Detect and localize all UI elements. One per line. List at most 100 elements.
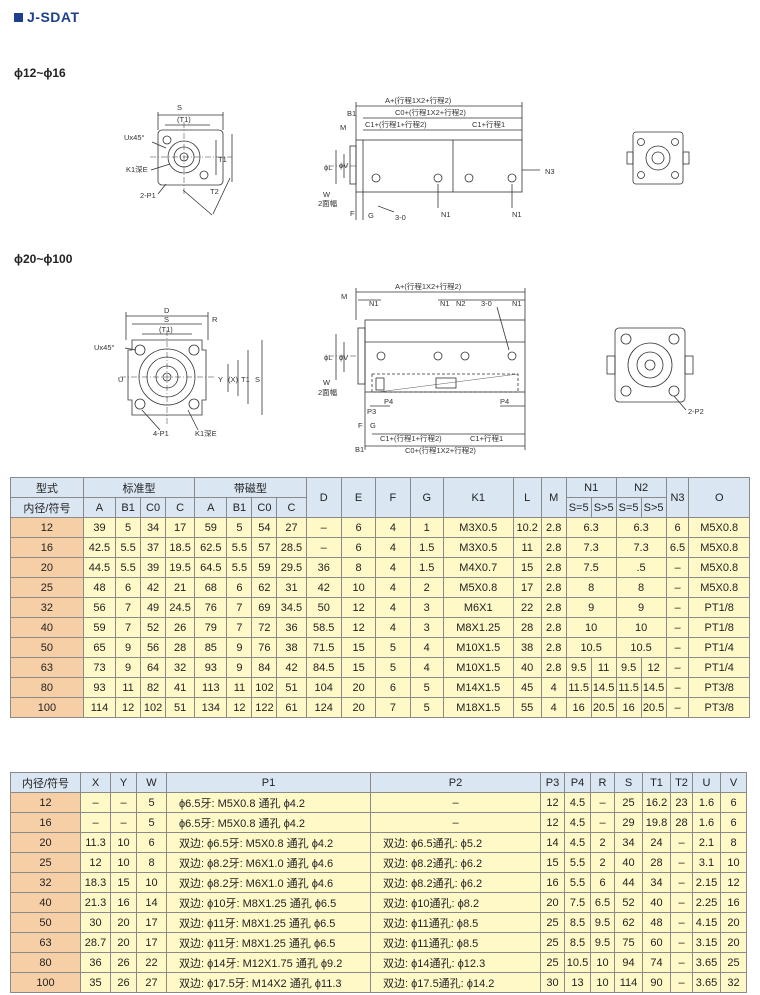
t1-h-mc0: C0 xyxy=(251,497,278,518)
t1-h-mc: C xyxy=(276,497,307,518)
t1-cell-c0: 82 xyxy=(140,677,167,698)
t1-cell-mc: 31 xyxy=(276,577,307,598)
t1-cell-n1: 8 xyxy=(565,577,617,598)
t2-cell: 21.3 xyxy=(80,892,111,913)
t2-cell: 双边: ϕ11通孔: ϕ8.5 xyxy=(370,932,541,953)
t2-cell: – xyxy=(80,812,111,833)
t2-cell: – xyxy=(670,832,693,853)
t2-cell: – xyxy=(590,812,615,833)
t2-cell: 20 xyxy=(110,912,137,933)
lbl-ux-large: Ux45° xyxy=(94,343,115,352)
t1-cell-mc0: 102 xyxy=(251,677,278,698)
lbl-n1b-small: N1 xyxy=(512,210,522,219)
t1-cell-a: 114 xyxy=(82,697,117,718)
t2-cell: 20 xyxy=(720,912,747,933)
t1-cell-mc0: 62 xyxy=(251,577,278,598)
t2-cell: 94 xyxy=(614,952,643,973)
t2-header-cell: R xyxy=(590,772,615,793)
t2-cell: 27 xyxy=(136,972,167,993)
t1-cell-ma: 93 xyxy=(194,657,228,678)
t1-cell-g: 3 xyxy=(409,597,444,618)
lbl-p1-large: 4-P1 xyxy=(153,429,169,438)
lbl-p4b-large: P4 xyxy=(500,397,509,406)
t1-cell-d: 58.5 xyxy=(305,617,342,638)
lbl-l-large: ϕL xyxy=(324,353,332,362)
t2-cell: 24 xyxy=(642,832,671,853)
t1-cell-mb1: 7 xyxy=(226,617,253,638)
t1-cell-l: 22 xyxy=(512,597,542,618)
t1-cell-e: 15 xyxy=(340,637,377,658)
t2-cell: 14 xyxy=(136,892,167,913)
t2-cell: 26 xyxy=(110,972,137,993)
t2-cell: 19.8 xyxy=(642,812,671,833)
dimension-table-1: 型式 标准型 带磁型 D E F G K1 L M N1 N2 N3 O 内径/… xyxy=(10,477,750,718)
t1-cell-a: 65 xyxy=(82,637,117,658)
small-end-view xyxy=(626,131,690,185)
t1-cell-a: 39 xyxy=(82,517,117,538)
t1-cell-a: 93 xyxy=(82,677,117,698)
t1-cell-c0: 102 xyxy=(140,697,167,718)
t2-cell: – xyxy=(670,852,693,873)
t1-cell-n2: 10.5 xyxy=(615,637,667,658)
t2-cell: 20 xyxy=(110,932,137,953)
t1-cell-mb1: 5.5 xyxy=(226,537,253,558)
t1-cell-n1: 10 xyxy=(565,617,617,638)
t1-cell-n1: 6.3 xyxy=(565,517,617,538)
t1-cell-mc: 34.5 xyxy=(276,597,307,618)
small-side-view xyxy=(330,102,540,220)
t1-cell-mb1: 11 xyxy=(226,677,253,698)
t1-cell-mc: 36 xyxy=(276,617,307,638)
t2-cell: 10 xyxy=(720,852,747,873)
lbl-p3-large: P3 xyxy=(367,407,376,416)
lbl-w2-small: 2面幅 xyxy=(318,198,338,208)
lbl-g-small: G xyxy=(368,211,374,220)
t1-cell-n2: 8 xyxy=(615,577,667,598)
t1-cell-n3: – xyxy=(665,617,690,638)
t1-cell-c: 19.5 xyxy=(165,557,196,578)
t1-cell-l: 45 xyxy=(512,677,542,698)
lbl-b1-small: B1 xyxy=(347,109,356,118)
t2-cell: 11.3 xyxy=(80,832,111,853)
t2-header-cell: P3 xyxy=(540,772,565,793)
t1-cell-n2: 6.3 xyxy=(615,517,667,538)
t2-cell: 4.5 xyxy=(564,812,591,833)
t2-cell: 8.5 xyxy=(564,932,591,953)
t2-cell: 10.5 xyxy=(564,952,591,973)
t1-h-n2-s5p: S>5 xyxy=(640,497,667,518)
t2-cell: 2 xyxy=(590,852,615,873)
lbl-y-large: Y xyxy=(218,375,223,384)
t1-cell-c0: 56 xyxy=(140,637,167,658)
t1-cell-a: 44.5 xyxy=(82,557,117,578)
t2-cell: 34 xyxy=(642,872,671,893)
t1-cell-f: 4 xyxy=(375,557,411,578)
t2-cell: 8.5 xyxy=(564,912,591,933)
t1-h-d: D xyxy=(305,477,342,518)
t2-cell: – xyxy=(110,812,137,833)
t1-cell-mb1: 7 xyxy=(226,597,253,618)
t1-h-k1: K1 xyxy=(442,477,514,518)
t1-cell-f: 5 xyxy=(375,657,411,678)
lbl-c0-small: C0+(行程1X2+行程2) xyxy=(395,107,466,117)
lbl-n1c-large: N1 xyxy=(512,299,522,308)
t1-cell-d: 71.5 xyxy=(305,637,342,658)
t1-cell-ma: 76 xyxy=(194,597,228,618)
t1-cell-b1: 5.5 xyxy=(115,557,142,578)
t1-h-g: G xyxy=(409,477,444,518)
t2-cell: – xyxy=(80,792,111,813)
t1-cell-k1: M5X0.8 xyxy=(442,577,514,598)
t2-cell: 28 xyxy=(670,812,693,833)
t1-cell-c0: 34 xyxy=(140,517,167,538)
t2-cell: 25 xyxy=(720,952,747,973)
lbl-r-large: R xyxy=(212,315,218,324)
t1-cell-k1: M6X1 xyxy=(442,597,514,618)
t1-cell-ma: 134 xyxy=(194,697,228,718)
t1-cell-b1: 5 xyxy=(115,517,142,538)
t1-cell-mb1: 6 xyxy=(226,577,253,598)
t1-cell-k1: M3X0.5 xyxy=(442,537,514,558)
t1-cell-m: 2.8 xyxy=(540,637,567,658)
t1-cell-o: PT1/8 xyxy=(688,597,750,618)
